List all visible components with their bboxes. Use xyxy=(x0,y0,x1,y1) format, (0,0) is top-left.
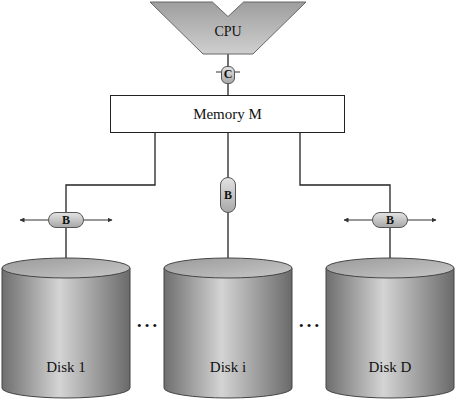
node-label: CPU xyxy=(214,24,241,40)
node-label: Disk i xyxy=(210,359,246,376)
ellipsis-dots: • • • xyxy=(299,318,319,334)
ellipsis-dots: • • • xyxy=(137,318,157,334)
node-label: Memory M xyxy=(193,106,262,123)
bus-width-tag: B xyxy=(48,212,84,228)
cylinder-body xyxy=(2,268,130,398)
cylinder-outline xyxy=(326,258,454,398)
disk-cylinder: Disk 1 xyxy=(2,258,130,398)
bus-width-tag: B xyxy=(372,212,408,228)
cylinder-outline xyxy=(164,258,292,398)
node-label: Disk 1 xyxy=(46,359,86,376)
bus-line xyxy=(66,133,155,258)
cylinder-top xyxy=(164,258,292,278)
bus-line xyxy=(300,133,390,258)
cylinder-top xyxy=(2,258,130,278)
bus-width-tag: C xyxy=(221,66,235,84)
disk-cylinder: Disk D xyxy=(326,258,454,398)
memory-box: Memory M xyxy=(110,95,345,133)
cylinder-body xyxy=(164,268,292,398)
bus-width-tag: B xyxy=(220,177,236,213)
cylinder-outline xyxy=(2,258,130,398)
cylinder-top xyxy=(326,258,454,278)
disk-cylinder: Disk i xyxy=(164,258,292,398)
cylinder-body xyxy=(326,268,454,398)
cpu-shape: CPU xyxy=(150,2,306,54)
node-label: Disk D xyxy=(369,359,412,376)
cpu-funnel xyxy=(150,2,306,54)
